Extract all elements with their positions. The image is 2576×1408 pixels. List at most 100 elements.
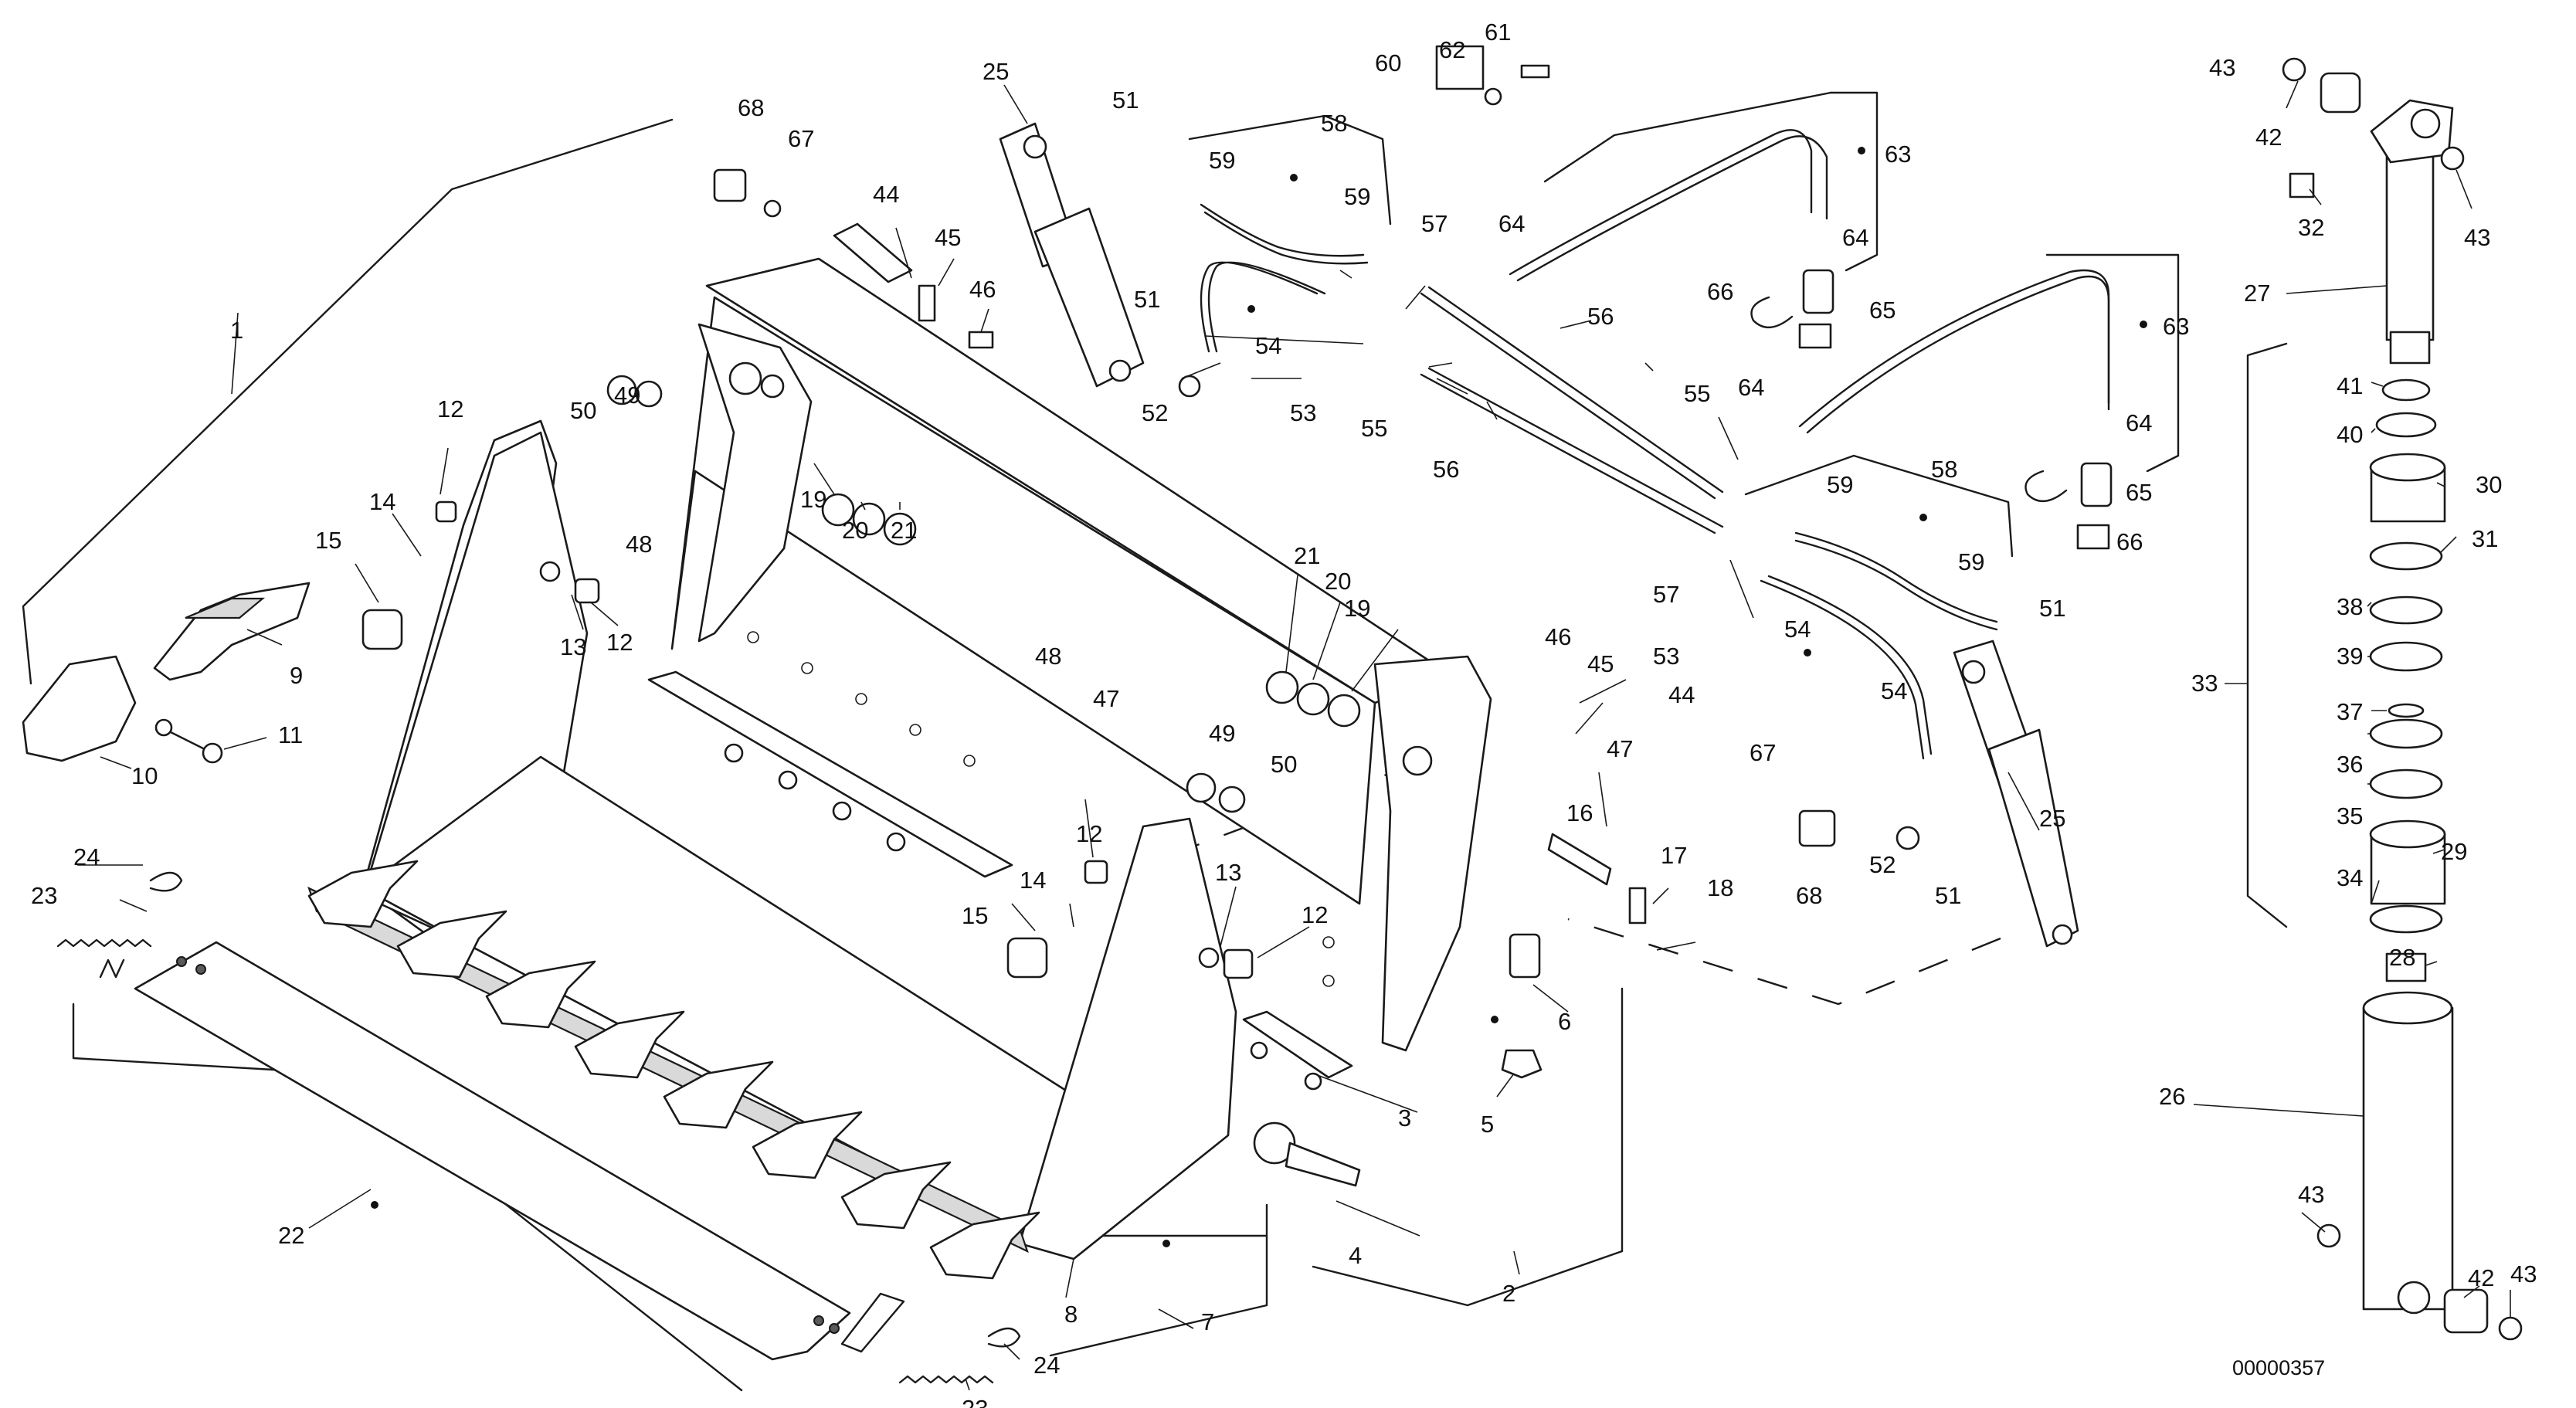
- part-number-label: 50: [1271, 751, 1297, 778]
- part-number-label: 6: [1558, 1008, 1571, 1035]
- part-number-label: 25: [2039, 805, 2065, 832]
- part-number-label: 17: [1661, 842, 1687, 869]
- part-number-label: 38: [2337, 593, 2363, 620]
- part-number-label: 59: [1209, 147, 1235, 174]
- part-number-label: 67: [788, 125, 814, 152]
- part-number-label: 27: [2244, 280, 2270, 307]
- part-number-label: 51: [1935, 882, 1961, 909]
- part-number-label: 43: [2510, 1260, 2537, 1288]
- part-number-label: 46: [1545, 623, 1571, 650]
- bolt-on-bars: [647, 670, 1353, 1091]
- part-number-label: 16: [1566, 799, 1593, 826]
- part-number-label: 12: [1076, 820, 1102, 847]
- part-number-label: 63: [2163, 313, 2189, 340]
- part-number-label: 7: [1201, 1308, 1214, 1335]
- hoses: [1200, 129, 2110, 760]
- part-number-label: 64: [1842, 224, 1868, 251]
- tooth: [485, 960, 596, 1029]
- part-number-label: 21: [891, 517, 917, 544]
- tooth: [396, 910, 507, 979]
- part-number-label: 34: [2337, 864, 2363, 891]
- part-number-label: 58: [1931, 456, 1957, 483]
- part-number-label: 66: [1707, 278, 1733, 305]
- part-number-label: 23: [31, 882, 57, 909]
- part-number-label: 43: [2464, 224, 2490, 251]
- leader-lines: [77, 80, 2511, 1391]
- part-number-label: 46: [969, 276, 996, 303]
- part-number-label: 52: [1869, 851, 1896, 878]
- part-number-label: 44: [1668, 681, 1695, 708]
- part-number-label: 68: [1796, 882, 1822, 909]
- part-number-label: 1: [230, 317, 243, 344]
- tooth: [840, 1161, 952, 1230]
- part-number-label: 24: [1033, 1352, 1060, 1379]
- part-number-label: 4: [1349, 1242, 1362, 1269]
- part-number-label: 59: [1958, 548, 1984, 575]
- part-number-label: 54: [1255, 332, 1281, 359]
- part-number-label: 50: [570, 397, 596, 424]
- part-number-label: 57: [1421, 210, 1448, 237]
- part-number-label: 54: [1881, 677, 1907, 704]
- part-number-label: 57: [1653, 581, 1679, 608]
- bucket-body: [307, 257, 1492, 1260]
- part-number-label: 19: [1344, 595, 1370, 622]
- part-number-label: 54: [1784, 616, 1811, 643]
- part-number-label: 65: [1869, 297, 1896, 324]
- part-number-label: 49: [614, 382, 640, 409]
- part-number-label: 20: [1325, 568, 1351, 595]
- part-number-label: 42: [2255, 124, 2282, 151]
- part-number-label: 43: [2209, 54, 2235, 81]
- part-number-label: 36: [2337, 751, 2363, 778]
- part-number-label: 41: [2337, 372, 2363, 399]
- part-number-label: 24: [73, 843, 100, 870]
- tooth: [307, 860, 419, 928]
- part-number-label: 59: [1827, 471, 1853, 498]
- leader-dots: [371, 147, 2147, 1247]
- bushing-68: [713, 168, 747, 202]
- bucket-teeth: [307, 860, 1040, 1280]
- part-number-label: 39: [2337, 643, 2363, 670]
- part-number-label: 48: [626, 531, 652, 558]
- drawing-code: 00000357: [2232, 1356, 2325, 1379]
- part-number-label: 66: [2116, 528, 2143, 555]
- part-number-label: 12: [606, 629, 633, 656]
- cylinder-left: [999, 122, 1145, 388]
- part-number-label: 15: [962, 902, 988, 929]
- tooth-parts: [22, 582, 311, 764]
- part-number-label: 5: [1481, 1111, 1494, 1138]
- part-number-label: 37: [2337, 698, 2363, 725]
- part-number-label: 53: [1653, 643, 1679, 670]
- tooth: [752, 1111, 863, 1179]
- part-number-label: 62: [1439, 36, 1465, 63]
- part-number-label: 13: [560, 633, 586, 660]
- cylinder-assembly: [2282, 57, 2523, 1341]
- part-number-label: 49: [1209, 720, 1235, 747]
- part-number-label: 21: [1294, 542, 1320, 569]
- cutting-edge-plate: [134, 941, 851, 1361]
- part-number-label: 44: [873, 181, 899, 208]
- part-number-label: 31: [2472, 525, 2498, 552]
- part-number-label: 33: [2191, 670, 2218, 697]
- part-number-label: 55: [1684, 380, 1710, 407]
- part-number-label: 47: [1093, 685, 1119, 712]
- part-number-label: 65: [2126, 479, 2152, 506]
- bolt-holes: [747, 631, 1335, 987]
- part-number-label: 51: [1134, 286, 1160, 313]
- part-number-label: 51: [1112, 87, 1139, 114]
- part-number-label: 20: [842, 517, 868, 544]
- part-number-label: 14: [369, 488, 395, 515]
- small-hardware: [361, 45, 2113, 1187]
- part-number-label: 35: [2337, 802, 2363, 830]
- part-number-label: 67: [1750, 739, 1776, 766]
- cylinder-right: [1953, 640, 2079, 948]
- part-number-label: 25: [983, 58, 1009, 85]
- part-number-label: 45: [935, 224, 961, 251]
- part-number-label: 52: [1142, 399, 1168, 426]
- part-number-label: 15: [315, 527, 341, 554]
- part-number-label: 14: [1020, 867, 1046, 894]
- part-number-label: 64: [1498, 210, 1525, 237]
- part-number-label: 29: [2441, 838, 2467, 865]
- part-number-label: 45: [1587, 650, 1614, 677]
- part-number-label: 2: [1502, 1280, 1515, 1307]
